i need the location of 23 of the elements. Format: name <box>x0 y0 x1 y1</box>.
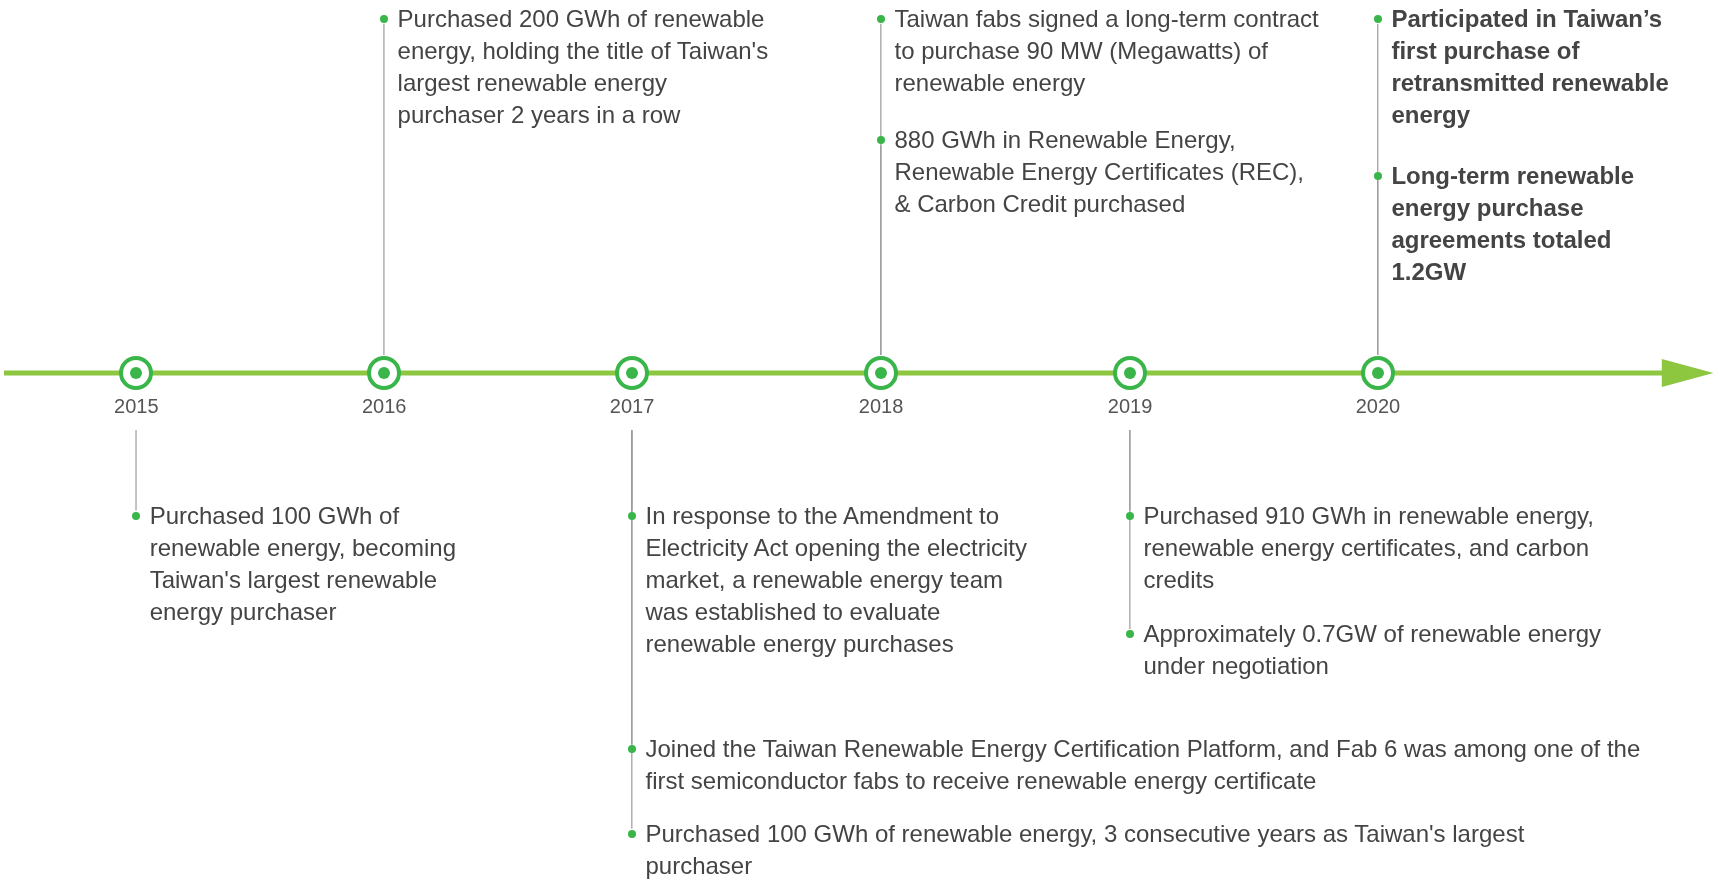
milestone-text: Taiwan fabs signed a long-term contract to purchase 90 MW (Megawatts) of renewable energy <box>894 3 1320 98</box>
leader-line <box>1129 429 1131 630</box>
year-label: 2019 <box>1107 394 1153 418</box>
milestone-text: Purchased 200 GWh of renewable energy, holding the title of Taiwan's largest renewable energy purchaser 2 years in a row <box>397 3 769 130</box>
milestone-text: Purchased 100 GWh of renewable energy, 3 consecutive years as Taiwan's largest purchaser <box>645 818 1526 881</box>
milestone-text: Approximately 0.7GW of renewable energy under negotiation <box>1143 619 1603 681</box>
milestone-text: Purchased 100 GWh of renewable energy, becoming Taiwan's largest renewable energy purchaser <box>149 500 458 627</box>
milestone-text: Joined the Taiwan Renewable Energy Certification Platform, and Fab 6 was among one of the first semiconductor fabs to receive renewable energy certificate <box>645 734 1642 797</box>
leader-line <box>383 23 385 356</box>
milestone-text: In response to the Amendment to Electricity Act opening the electricity market, a renewable energy team was established to evaluate renewable energy purchases <box>645 500 1028 659</box>
milestone-text: Participated in Taiwan’s first purchase of retransmitted renewable energy <box>1391 3 1670 130</box>
year-label: 2020 <box>1355 394 1401 418</box>
milestone-text: 880 GWh in Renewable Energy, Renewable Energy Certificates (REC), & Carbon Credit purchased <box>894 125 1305 220</box>
leader-line <box>135 429 137 512</box>
year-label: 2015 <box>114 394 159 418</box>
leader-line <box>631 429 633 830</box>
milestone-text: Purchased 910 GWh in renewable energy, renewable energy certificates, and carbon credits <box>1143 500 1595 595</box>
year-label: 2016 <box>361 394 407 418</box>
leader-line <box>1377 179 1379 356</box>
year-label: 2017 <box>609 394 655 418</box>
leader-line <box>880 144 882 356</box>
year-label: 2018 <box>858 394 904 418</box>
milestone-text: Long-term renewable energy purchase agreements totaled 1.2GW <box>1391 160 1636 287</box>
